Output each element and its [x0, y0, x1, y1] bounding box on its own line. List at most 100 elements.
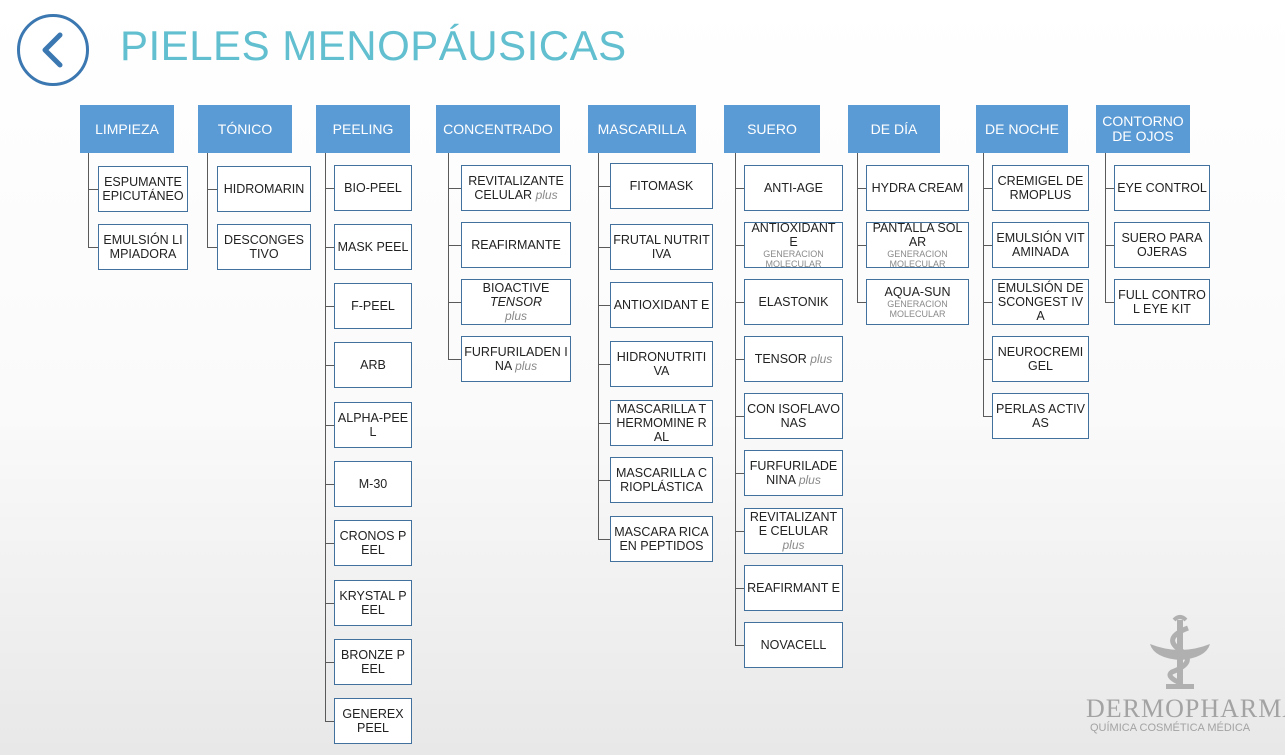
product-box[interactable]: MASCARILLA THERMOMINE RAL	[610, 400, 713, 446]
product-box[interactable]: BIO-PEEL	[334, 165, 412, 211]
product-name: M-30	[358, 477, 388, 491]
connector-branch	[325, 662, 334, 663]
product-box[interactable]: CREMIGEL DERMOPLUS	[992, 165, 1089, 211]
product-box[interactable]: ELASTONIK	[744, 279, 843, 325]
back-button[interactable]	[17, 14, 89, 86]
product-name: MASCARILLA CRIOPLÁSTICA	[615, 466, 707, 494]
connector-branch	[325, 247, 334, 248]
product-box[interactable]: FULL CONTROL EYE KIT	[1114, 279, 1210, 325]
caduceus-icon	[1150, 615, 1210, 689]
plus-suffix: plus	[810, 352, 833, 366]
product-name: FURFURILADEN INA	[464, 345, 568, 373]
connector-branch	[983, 302, 992, 303]
product-name: BIO-PEEL	[344, 181, 402, 195]
product-name: ESPUMANTE EPICUTÁNEO	[102, 175, 184, 203]
connector-branch	[1105, 188, 1114, 189]
product-label: NEUROCREMI GEL	[995, 345, 1086, 373]
product-box[interactable]: ANTI-AGE	[744, 165, 843, 211]
header-concentrado[interactable]: CONCENTRADO	[436, 105, 560, 153]
header-de-dia[interactable]: DE DÍA	[848, 105, 940, 153]
product-box[interactable]: REAFIRMANT E	[744, 565, 843, 611]
product-name: ANTIOXIDANT E	[751, 222, 836, 249]
product-box[interactable]: ALPHA-PEEL	[334, 402, 412, 448]
product-box[interactable]: REVITALIZANTE CELULAR plus	[461, 165, 571, 211]
product-label: CRONOS PEEL	[337, 529, 409, 557]
product-label: EMULSIÓN DESCONGEST IVA	[995, 281, 1086, 323]
header-limpieza[interactable]: LIMPIEZA	[80, 105, 174, 153]
header-contorno[interactable]: CONTORNO DE OJOS	[1096, 105, 1190, 153]
product-box[interactable]: MASK PEEL	[334, 224, 412, 270]
product-box[interactable]: FITOMASK	[610, 163, 713, 209]
product-box[interactable]: HIDRONUTRITI VA	[610, 341, 713, 387]
product-box[interactable]: EMULSIÓN VITAMINADA	[992, 222, 1089, 268]
product-box[interactable]: GENEREX PEEL	[334, 698, 412, 744]
product-box[interactable]: EMULSIÓN LIMPIADORA	[98, 224, 188, 270]
product-box[interactable]: SUERO PARA OJERAS	[1114, 222, 1210, 268]
header-mascarilla[interactable]: MASCARILLA	[588, 105, 696, 153]
product-name: FULL CONTROL EYE KIT	[1118, 288, 1206, 316]
product-box[interactable]: EMULSIÓN DESCONGEST IVA	[992, 279, 1089, 325]
product-label: FITOMASK	[630, 179, 694, 193]
connector-branch	[325, 484, 334, 485]
product-box[interactable]: FRUTAL NUTRITIVA	[610, 224, 713, 270]
product-box[interactable]: FURFURILADEN INA plus	[461, 336, 571, 382]
product-box[interactable]: F-PEEL	[334, 283, 412, 329]
product-label: REVITALIZANTE CELULAR plus	[464, 174, 568, 202]
connector-branch	[735, 588, 744, 589]
connector-branch	[857, 245, 866, 246]
product-box[interactable]: KRYSTAL PEEL	[334, 580, 412, 626]
product-name: FRUTAL NUTRITIVA	[613, 233, 710, 261]
header-de-noche[interactable]: DE NOCHE	[976, 105, 1068, 153]
product-name: NEUROCREMI GEL	[997, 345, 1084, 373]
connector-branch	[735, 473, 744, 474]
product-box[interactable]: HYDRA CREAM	[866, 165, 969, 211]
product-name: MASK PEEL	[337, 240, 409, 254]
product-label: TENSOR plus	[755, 352, 833, 366]
product-box[interactable]: ARB	[334, 342, 412, 388]
connector-branch	[325, 721, 334, 722]
connector-line	[207, 153, 208, 247]
product-box[interactable]: DESCONGES TIVO	[217, 224, 311, 270]
product-subtitle: GENERACION MOLECULAR	[887, 299, 948, 319]
product-box[interactable]: FURFURILADE NINA plus	[744, 450, 843, 496]
product-box[interactable]: PERLAS ACTIVAS	[992, 393, 1089, 439]
connector-branch	[325, 365, 334, 366]
chevron-left-icon	[42, 32, 63, 68]
product-box[interactable]: HIDROMARIN	[217, 166, 311, 212]
product-label: ESPUMANTE EPICUTÁNEO	[101, 175, 185, 203]
product-box[interactable]: ANTIOXIDANT E	[610, 282, 713, 328]
product-name: SUERO PARA OJERAS	[1121, 231, 1203, 259]
product-box[interactable]: NOVACELL	[744, 622, 843, 668]
product-box[interactable]: ESPUMANTE EPICUTÁNEO	[98, 166, 188, 212]
product-label: DESCONGES TIVO	[220, 233, 308, 261]
product-box[interactable]: MASCARILLA CRIOPLÁSTICA	[610, 457, 713, 503]
header-peeling[interactable]: PEELING	[316, 105, 410, 153]
product-box[interactable]: M-30	[334, 461, 412, 507]
connector-branch	[598, 364, 610, 365]
connector-line	[598, 153, 599, 539]
product-label: ALPHA-PEEL	[337, 411, 409, 439]
product-label: EYE CONTROL	[1117, 181, 1207, 195]
product-box[interactable]: NEUROCREMI GEL	[992, 336, 1089, 382]
product-name: DESCONGES TIVO	[224, 233, 304, 261]
connector-branch	[448, 302, 461, 303]
page-title: PIELES MENOPÁUSICAS	[120, 22, 627, 69]
product-name: TENSOR	[754, 352, 807, 366]
product-box[interactable]: MASCARA RICA EN PEPTIDOS	[610, 516, 713, 562]
connector-branch	[207, 189, 217, 190]
product-name: ANTI-AGE	[763, 181, 824, 195]
header-suero[interactable]: SUERO	[724, 105, 820, 153]
product-box[interactable]: CRONOS PEEL	[334, 520, 412, 566]
product-label: PERLAS ACTIVAS	[995, 402, 1086, 430]
product-box[interactable]: EYE CONTROL	[1114, 165, 1210, 211]
product-box[interactable]: CON ISOFLAVONAS	[744, 393, 843, 439]
product-box[interactable]: TENSOR plus	[744, 336, 843, 382]
product-box[interactable]: BRONZE PEEL	[334, 639, 412, 685]
product-box[interactable]: REAFIRMANTE	[461, 222, 571, 268]
header-tonico[interactable]: TÓNICO	[198, 105, 292, 153]
